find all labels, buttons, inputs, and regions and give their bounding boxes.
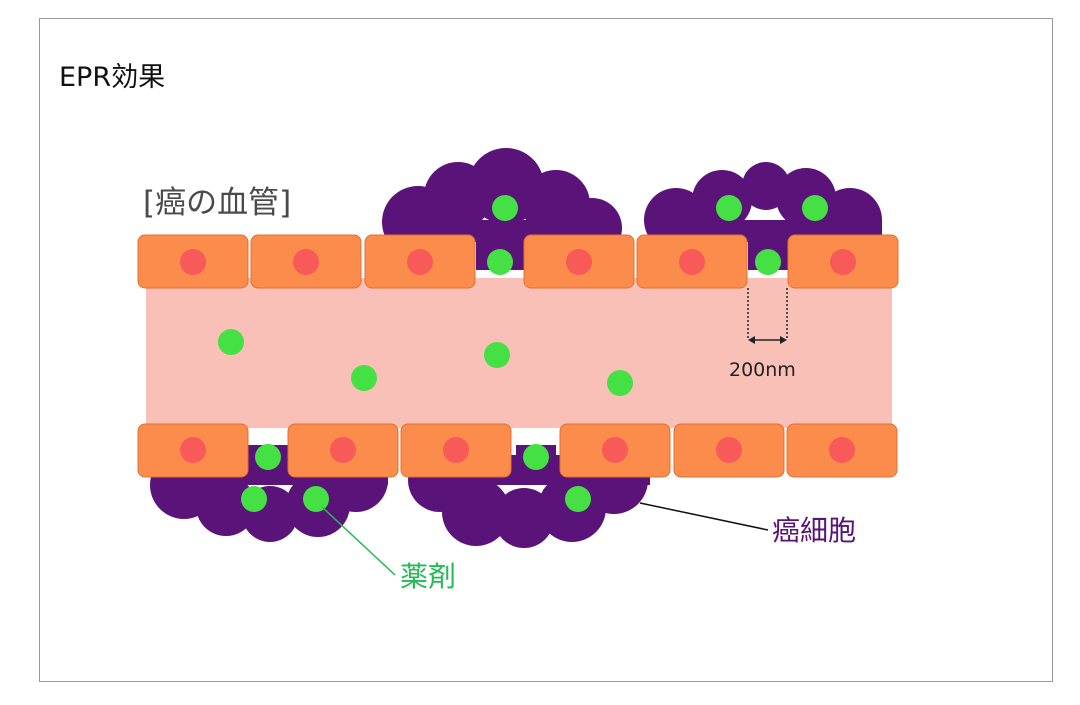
drug-leader-line	[321, 506, 396, 576]
drug-particle	[241, 486, 267, 512]
cell-nucleus	[180, 249, 206, 275]
cell-nucleus	[602, 437, 628, 463]
endothelial-cell	[786, 423, 898, 478]
endothelial-cells-top	[137, 234, 899, 289]
endothelial-cell	[559, 423, 671, 478]
drug-particle	[255, 444, 281, 470]
cell-nucleus	[330, 437, 356, 463]
cancer-cell-cluster-top-right	[644, 162, 882, 270]
drug-particle	[716, 195, 742, 221]
vessel-label: [癌の血管]	[143, 185, 291, 221]
vessel-lumen	[146, 278, 892, 428]
drug-particle	[802, 195, 828, 221]
cell-nucleus	[293, 249, 319, 275]
drug-particle	[351, 365, 377, 391]
gap-label: 200nm	[729, 359, 796, 381]
cell-nucleus	[180, 437, 206, 463]
drug-particle	[218, 329, 244, 355]
drug-particle	[523, 444, 549, 470]
drug-particles	[218, 195, 828, 512]
endothelial-cell	[287, 423, 399, 478]
endothelial-cell	[787, 234, 899, 289]
gap-arrow-head-right	[780, 336, 787, 344]
drug-particle	[303, 486, 329, 512]
endothelial-cell	[364, 234, 476, 289]
diagram-title: EPR効果	[59, 62, 165, 93]
drug-particle	[607, 370, 633, 396]
endothelial-cell	[523, 234, 635, 289]
endothelial-cell	[137, 423, 249, 478]
cell-nucleus	[443, 437, 469, 463]
cell-nucleus	[679, 249, 705, 275]
gap-measurement: 200nm	[729, 288, 796, 381]
gap-arrow-head-left	[748, 336, 755, 344]
drug-particle	[565, 486, 591, 512]
drug-particle	[492, 195, 518, 221]
cell-nucleus	[830, 249, 856, 275]
drug-label: 薬剤	[400, 560, 456, 593]
cell-nucleus	[716, 437, 742, 463]
cell-nucleus	[566, 249, 592, 275]
drug-particle	[487, 249, 513, 275]
endothelial-cell	[400, 423, 512, 478]
cell-nucleus	[407, 249, 433, 275]
cell-nucleus	[829, 437, 855, 463]
endothelial-cell	[673, 423, 785, 478]
endothelial-cell	[137, 234, 249, 289]
endothelial-cell	[250, 234, 362, 289]
endothelial-cells-bottom	[137, 423, 898, 478]
endothelial-cell	[636, 234, 748, 289]
drug-particle	[484, 342, 510, 368]
drug-particle	[755, 249, 781, 275]
cancer-leader-line	[639, 502, 769, 531]
cancer-cell-label: 癌細胞	[772, 514, 856, 547]
